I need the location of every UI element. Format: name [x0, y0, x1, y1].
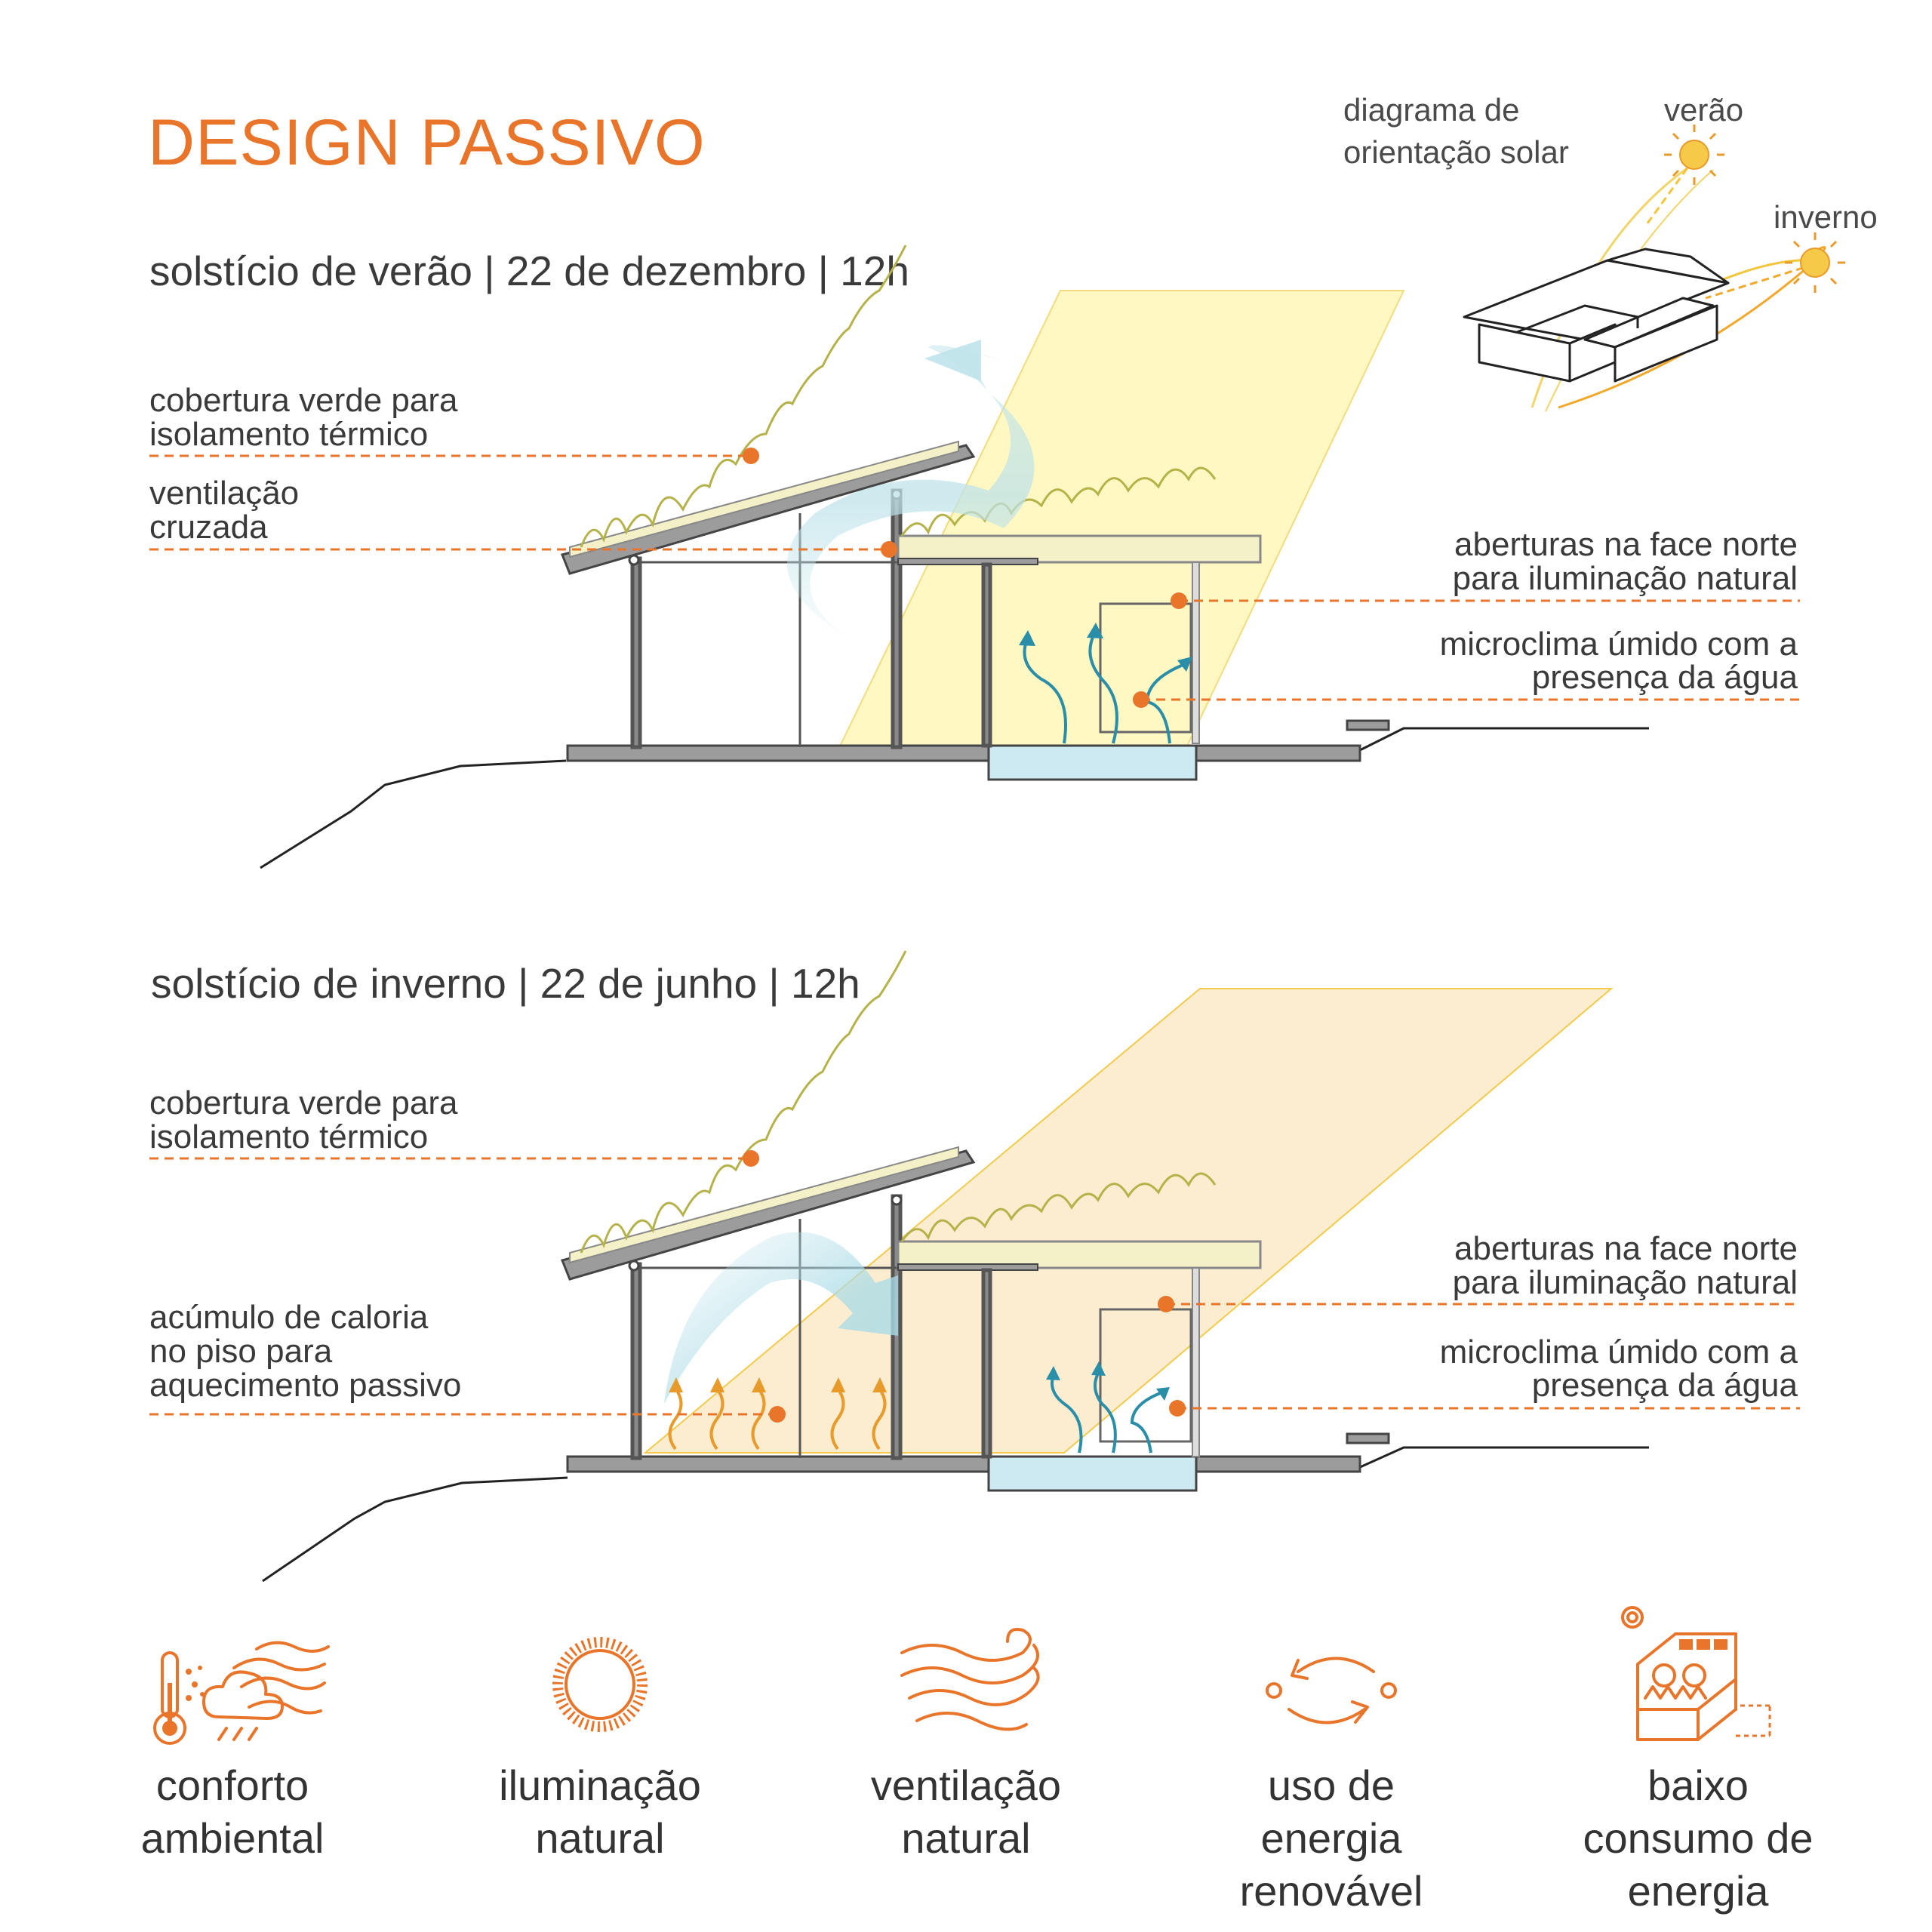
benefit-label-1b: ambiental [141, 1814, 325, 1862]
wind-icon [900, 1628, 1040, 1731]
summer-cross-ventilation-label-2: cruzada [149, 509, 268, 546]
summer-heading: solstício de verão | 22 de dezembro | 12… [149, 248, 909, 294]
winter-green-roof-label-2: isolamento térmico [149, 1118, 428, 1155]
benefit-label-4a: uso de [1268, 1761, 1395, 1809]
benefit-label-5a: baixo [1647, 1761, 1749, 1809]
solar-diagram-caption-2: orientação solar [1343, 134, 1569, 170]
winter-sunlight-beam [643, 988, 1614, 1454]
winter-north-openings-label-2: para iluminação natural [1453, 1264, 1798, 1301]
summer-green-roof-right [900, 466, 1217, 537]
benefit-label-2b: natural [535, 1814, 664, 1862]
solar-orientation-diagram: diagrama de orientação solar verão inver… [1343, 92, 1878, 412]
winter-microclimate-label-2: presença da água [1532, 1367, 1798, 1404]
winter-north-openings-label-1: aberturas na face norte [1454, 1230, 1798, 1267]
winter-sun-icon [1785, 232, 1845, 293]
isometric-house-icon [1463, 248, 1730, 383]
summer-microclimate-label-1: microclima úmido com a [1440, 626, 1798, 663]
summer-north-openings-label-1: aberturas na face norte [1454, 526, 1798, 563]
winter-heat-rising-arrows [668, 1387, 887, 1451]
winter-green-roof-right [900, 1172, 1217, 1242]
winter-heat-storage-label-1: acúmulo de caloria [149, 1299, 429, 1336]
summer-cross-ventilation-label-1: ventilação [149, 475, 299, 512]
benefit-label-1a: conforto [156, 1761, 309, 1809]
benefits-row: conforto ambiental iluminação natural ve… [141, 1606, 1814, 1915]
solar-diagram-caption-1: diagrama de [1343, 92, 1519, 128]
summer-cross-ventilation-flow [786, 345, 1035, 649]
summer-section: solstício de verão | 22 de dezembro | 12… [149, 245, 1800, 869]
winter-terrain-line-right [1358, 1446, 1649, 1469]
winter-microclimate-label-1: microclima úmido com a [1440, 1334, 1798, 1371]
page-title: DESIGN PASSIVO [148, 106, 706, 179]
benefit-label-4b: energia [1261, 1814, 1403, 1862]
winter-label: inverno [1774, 199, 1878, 235]
benefit-label-2a: iluminação [499, 1761, 701, 1809]
low-consumption-house-icon [1621, 1606, 1771, 1741]
winter-floor-slab [566, 1455, 1361, 1473]
sun-icon [552, 1637, 648, 1732]
summer-microclimate-label-2: presença da água [1532, 659, 1798, 696]
summer-green-roof-label-1: cobertura verde para [149, 382, 458, 419]
summer-terrain-line [260, 759, 567, 869]
winter-water-pool [987, 1455, 1198, 1492]
summer-green-roof-left [580, 245, 907, 548]
winter-ventilation-flow [664, 1232, 898, 1404]
summer-water-pool [987, 744, 1198, 781]
summer-floor-slab [566, 744, 1361, 762]
thermometer-cloud-icon [153, 1641, 330, 1745]
benefit-label-5c: energia [1628, 1867, 1770, 1915]
winter-heat-storage-label-2: no piso para [149, 1333, 333, 1370]
winter-section: solstício de inverno | 22 de junho | 12h [149, 950, 1800, 1583]
winter-heading: solstício de inverno | 22 de junho | 12h [151, 960, 860, 1007]
summer-green-roof-label-2: isolamento térmico [149, 416, 428, 453]
winter-green-roof-left [580, 950, 907, 1254]
winter-terrain-line [262, 1476, 568, 1583]
winter-green-roof-label-1: cobertura verde para [149, 1084, 458, 1121]
benefit-label-5b: consumo de [1583, 1814, 1813, 1862]
summer-sun-icon [1664, 125, 1724, 185]
winter-water-vapor-arrows [1051, 1373, 1163, 1454]
benefit-label-3b: natural [901, 1814, 1030, 1862]
benefit-label-3a: ventilação [871, 1761, 1061, 1809]
summer-terrain-line-right [1358, 727, 1649, 752]
benefit-label-4c: renovável [1240, 1867, 1423, 1915]
summer-north-openings-label-2: para iluminação natural [1453, 560, 1798, 597]
renewable-cycle-icon [1266, 1657, 1397, 1724]
summer-label: verão [1664, 92, 1743, 128]
winter-heat-storage-label-3: aquecimento passivo [149, 1367, 461, 1404]
summer-sunlight-beam [836, 290, 1405, 752]
